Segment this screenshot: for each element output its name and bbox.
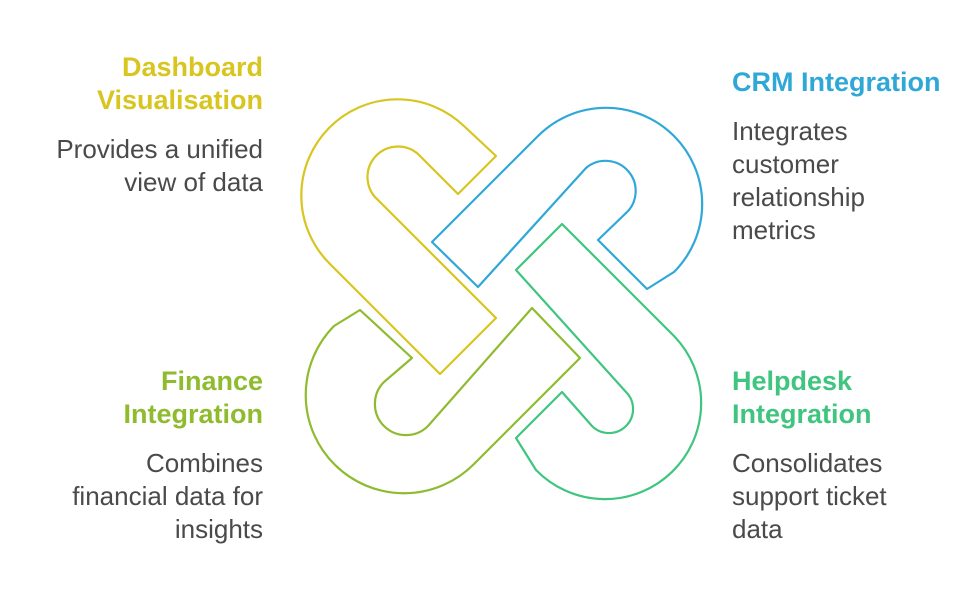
helpdesk-integration-block: Helpdesk Integration Consolidates suppor… bbox=[732, 365, 967, 546]
crm-integration-block: CRM Integration Integrates customer rela… bbox=[732, 66, 967, 247]
finance-integration-title: Finance Integration bbox=[28, 365, 264, 431]
dashboard-title-line-1: Dashboard bbox=[121, 52, 263, 82]
helpdesk-link-shape bbox=[514, 222, 703, 501]
dashboard-desc-line-2: view of data bbox=[124, 167, 263, 197]
finance-title-line-1: Finance bbox=[160, 366, 263, 396]
helpdesk-desc-line-2: support ticket bbox=[732, 481, 887, 511]
dashboard-link-shape bbox=[300, 98, 498, 376]
finance-desc-line-1: Combines bbox=[145, 448, 263, 478]
finance-integration-description: Combines financial data for insights bbox=[28, 447, 263, 546]
helpdesk-integration-description: Consolidates support ticket data bbox=[732, 447, 967, 546]
crm-integration-description: Integrates customer relationship metrics bbox=[732, 115, 967, 247]
finance-desc-line-3: insights bbox=[174, 514, 263, 544]
helpdesk-title-line-2: Integration bbox=[732, 399, 872, 429]
crm-desc-line-2: customer bbox=[732, 149, 839, 179]
helpdesk-integration-title: Helpdesk Integration bbox=[732, 365, 967, 431]
crm-desc-line-1: Integrates bbox=[732, 116, 848, 146]
crm-integration-title: CRM Integration bbox=[732, 66, 967, 99]
helpdesk-desc-line-3: data bbox=[732, 514, 783, 544]
crm-link-shape bbox=[430, 106, 704, 291]
dashboard-visualisation-description: Provides a unified view of data bbox=[28, 133, 263, 199]
finance-desc-line-2: financial data for bbox=[72, 481, 263, 511]
crm-desc-line-3: relationship bbox=[732, 182, 865, 212]
finance-integration-block: Finance Integration Combines financial d… bbox=[28, 365, 263, 546]
dashboard-visualisation-title: Dashboard Visualisation bbox=[28, 51, 263, 117]
dashboard-title-line-2: Visualisation bbox=[96, 85, 263, 115]
dashboard-desc-line-1: Provides a unified bbox=[56, 134, 263, 164]
crm-desc-line-4: metrics bbox=[732, 215, 816, 245]
finance-link-shape bbox=[304, 306, 582, 495]
finance-title-line-2: Integration bbox=[123, 399, 264, 429]
dashboard-visualisation-block: Dashboard Visualisation Provides a unifi… bbox=[28, 51, 263, 199]
helpdesk-desc-line-1: Consolidates bbox=[732, 448, 883, 478]
helpdesk-title-line-1: Helpdesk bbox=[732, 366, 853, 396]
crm-title-line-1: CRM Integration bbox=[732, 67, 941, 97]
